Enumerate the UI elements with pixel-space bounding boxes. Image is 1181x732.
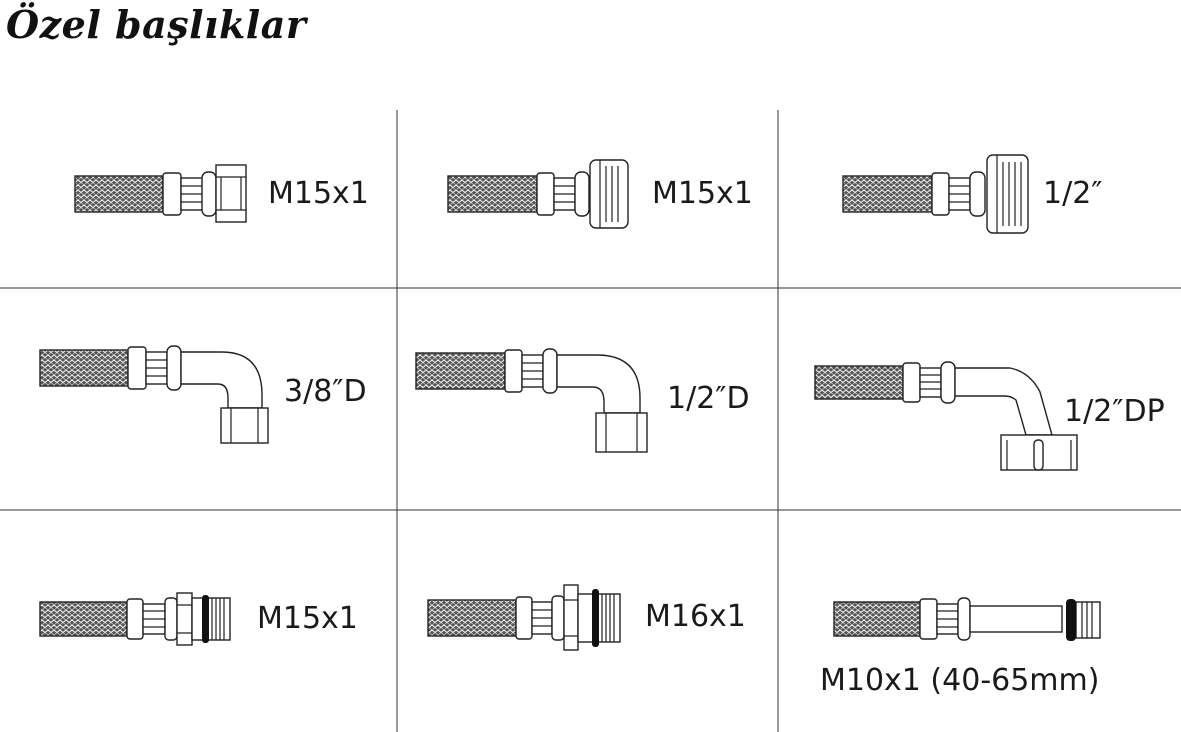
fitting-label: M15x1 — [268, 176, 369, 211]
fitting-label: 1/2″ — [1043, 176, 1103, 211]
fitting-cap-nut-m15 — [447, 159, 629, 229]
fitting-cap-nut-half-inch — [842, 154, 1029, 234]
fitting-elbow-half-inch — [415, 348, 648, 453]
fitting-label: 3/8″D — [284, 374, 367, 409]
fitting-label: M15x1 — [652, 176, 753, 211]
fitting-elbow-half-inch-dp — [814, 361, 1078, 471]
fitting-male-thread-m10 — [833, 597, 1101, 641]
fitting-male-thread-m16 — [427, 584, 621, 651]
fitting-label: M15x1 — [257, 601, 358, 636]
fitting-elbow-3-8 — [39, 345, 269, 444]
page-title: Özel başlıklar — [6, 2, 307, 47]
fitting-label: 1/2″DP — [1064, 394, 1165, 429]
fitting-label: M16x1 — [645, 599, 746, 634]
fitting-label: M10x1 (40-65mm) — [820, 663, 1100, 698]
fitting-hex-nut-m15 — [74, 164, 247, 223]
grid-lines — [0, 110, 1181, 732]
fitting-male-thread-m15 — [39, 592, 231, 646]
fitting-label: 1/2″D — [667, 381, 750, 416]
